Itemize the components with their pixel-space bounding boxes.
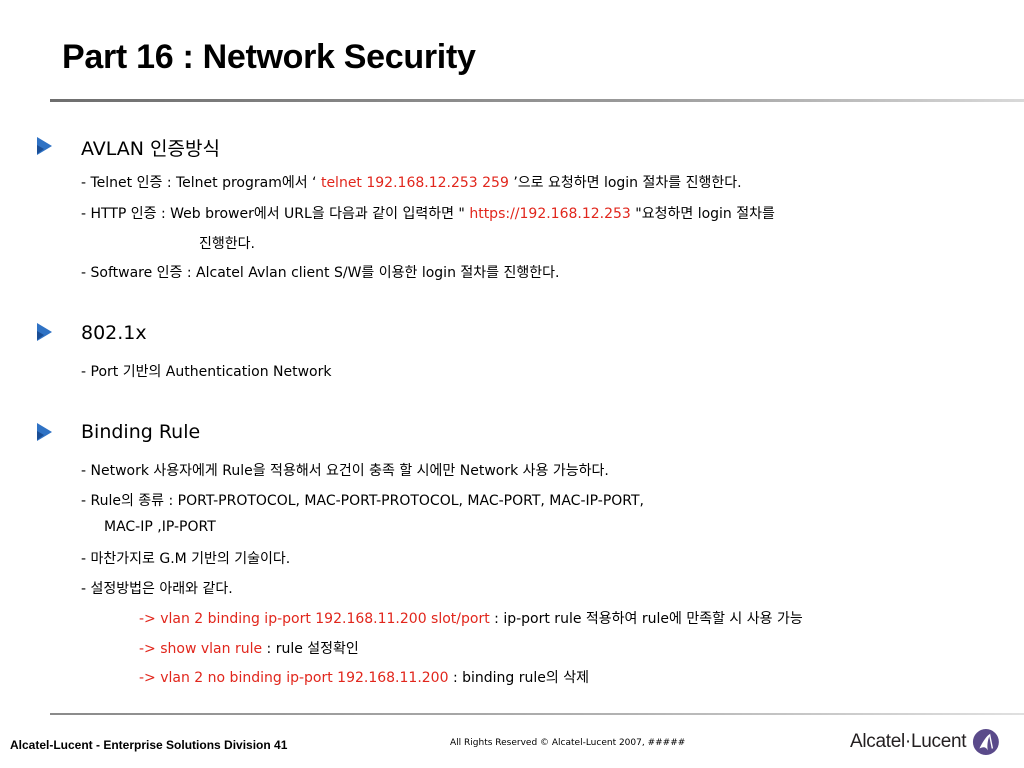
company-logo: Alcatel·Lucent [850, 727, 1000, 757]
logo-wordmark: Alcatel·Lucent [850, 731, 967, 752]
dot1x-line: - Port 기반의 Authentication Network [81, 364, 332, 380]
avlan-http-line: - HTTP 인증 : Web brower에서 URL을 다음과 같이 입력하… [81, 203, 775, 223]
binding-command-3-text: -> vlan 2 no binding ip-port 192.168.11.… [139, 670, 449, 686]
alcatel-lucent-swirl-icon [973, 729, 1000, 755]
avlan-telnet-command: telnet 192.168.12.253 259 [320, 175, 509, 191]
binding-line-3: - 마찬가지로 G.M 기반의 기술이다. [81, 551, 291, 567]
binding-command-2-text: -> show vlan rule [139, 641, 263, 657]
section-heading-avlan: AVLAN 인증방식 [81, 138, 220, 160]
section-heading-dot1x: 802.1x [81, 322, 147, 344]
binding-command-3: -> vlan 2 no binding ip-port 192.168.11.… [139, 667, 589, 687]
binding-command-3-desc: : binding rule의 삭제 [448, 670, 589, 686]
avlan-telnet-line: - Telnet 인증 : Telnet program에서 ‘ telnet … [81, 172, 742, 192]
triangle-bullet-icon [37, 423, 52, 441]
avlan-http-prefix: - HTTP 인증 : Web brower에서 URL을 다음과 같이 입력하… [81, 206, 470, 222]
avlan-software-line: - Software 인증 : Alcatel Avlan client S/W… [81, 265, 560, 281]
binding-line-2-continuation: MAC-IP ,IP-PORT [104, 519, 216, 535]
binding-line-1: - Network 사용자에게 Rule을 적용해서 요건이 충족 할 시에만 … [81, 463, 609, 479]
section-heading-binding: Binding Rule [81, 421, 201, 443]
triangle-bullet-icon [37, 137, 52, 155]
avlan-http-suffix: "요청하면 login 절차를 [630, 206, 775, 222]
footer-copyright: All Rights Reserved © Alcatel-Lucent 200… [450, 738, 686, 748]
binding-command-2-desc: : rule 설정확인 [262, 641, 359, 657]
avlan-http-continuation: 진행한다. [199, 236, 255, 252]
binding-command-2: -> show vlan rule : rule 설정확인 [139, 638, 359, 658]
binding-command-1: -> vlan 2 binding ip-port 192.168.11.200… [139, 608, 803, 628]
avlan-telnet-suffix: ’으로 요청하면 login 절차를 진행한다. [508, 175, 742, 191]
binding-command-1-desc: : ip-port rule 적용하여 rule에 만족할 시 사용 가능 [489, 611, 803, 627]
binding-command-1-text: -> vlan 2 binding ip-port 192.168.11.200… [139, 611, 490, 627]
triangle-bullet-icon [37, 323, 52, 341]
footer-divider [50, 713, 1024, 715]
title-divider [50, 99, 1024, 102]
binding-line-4: - 설정방법은 아래와 같다. [81, 581, 233, 597]
footer-division-label: Alcatel-Lucent - Enterprise Solutions Di… [10, 738, 288, 752]
avlan-http-url: https://192.168.12.253 [469, 206, 631, 222]
avlan-telnet-prefix: - Telnet 인증 : Telnet program에서 ‘ [81, 175, 321, 191]
binding-line-2: - Rule의 종류 : PORT-PROTOCOL, MAC-PORT-PRO… [81, 493, 644, 509]
slide-title: Part 16 : Network Security [62, 38, 476, 76]
